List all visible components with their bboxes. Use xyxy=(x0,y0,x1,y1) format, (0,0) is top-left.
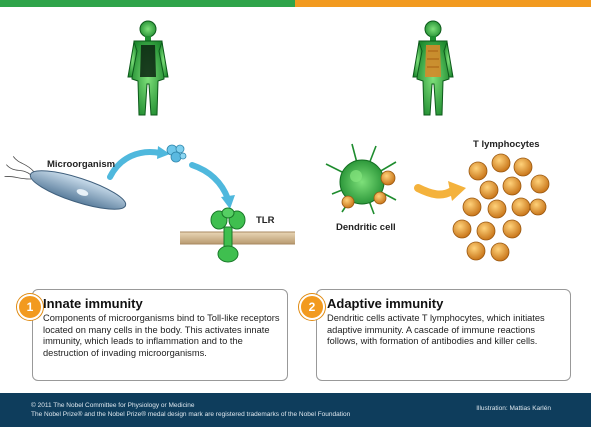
step-number-1: 1 xyxy=(17,294,43,320)
microbe-fragment xyxy=(166,144,187,163)
innate-immunity-text: Components of microorganisms bind to Tol… xyxy=(43,313,280,358)
footer-trademark: The Nobel Prize® and the Nobel Prize® me… xyxy=(31,411,351,418)
adaptive-immunity-card xyxy=(316,289,571,381)
adaptive-color-bar xyxy=(295,0,591,7)
innate-immunity-title: Innate immunity xyxy=(43,296,143,311)
footer: © 2011 The Nobel Committee for Physiolog… xyxy=(0,393,591,427)
arrow-to-fragment xyxy=(107,149,163,180)
human-figure-right xyxy=(412,20,454,116)
innate-color-bar xyxy=(0,0,295,7)
label-t-lymphocytes: T lymphocytes xyxy=(473,139,540,150)
human-figure-left xyxy=(127,20,169,116)
arrow-to-t-cells xyxy=(414,184,456,199)
adaptive-immunity-title: Adaptive immunity xyxy=(327,296,444,311)
step-number-2: 2 xyxy=(299,294,325,320)
bacterium xyxy=(4,156,127,210)
footer-illustration-credit: Illustration: Mattias Karlén xyxy=(476,405,551,412)
cell-membrane xyxy=(180,231,295,245)
dendritic-cell xyxy=(325,143,397,215)
label-dendritic-cell: Dendritic cell xyxy=(336,222,396,233)
footer-copyright: © 2011 The Nobel Committee for Physiolog… xyxy=(31,402,195,409)
adaptive-immunity-text: Dendritic cells activate T lymphocytes, … xyxy=(327,313,545,346)
arrow-to-receptor xyxy=(189,162,231,202)
t-lymphocyte-cluster xyxy=(452,153,550,262)
illustration xyxy=(4,20,550,263)
label-microorganism: Microorganism xyxy=(47,159,116,170)
innate-immunity-card xyxy=(32,289,288,381)
label-tlr: TLR xyxy=(256,215,275,226)
tlr-receptor xyxy=(210,207,246,263)
